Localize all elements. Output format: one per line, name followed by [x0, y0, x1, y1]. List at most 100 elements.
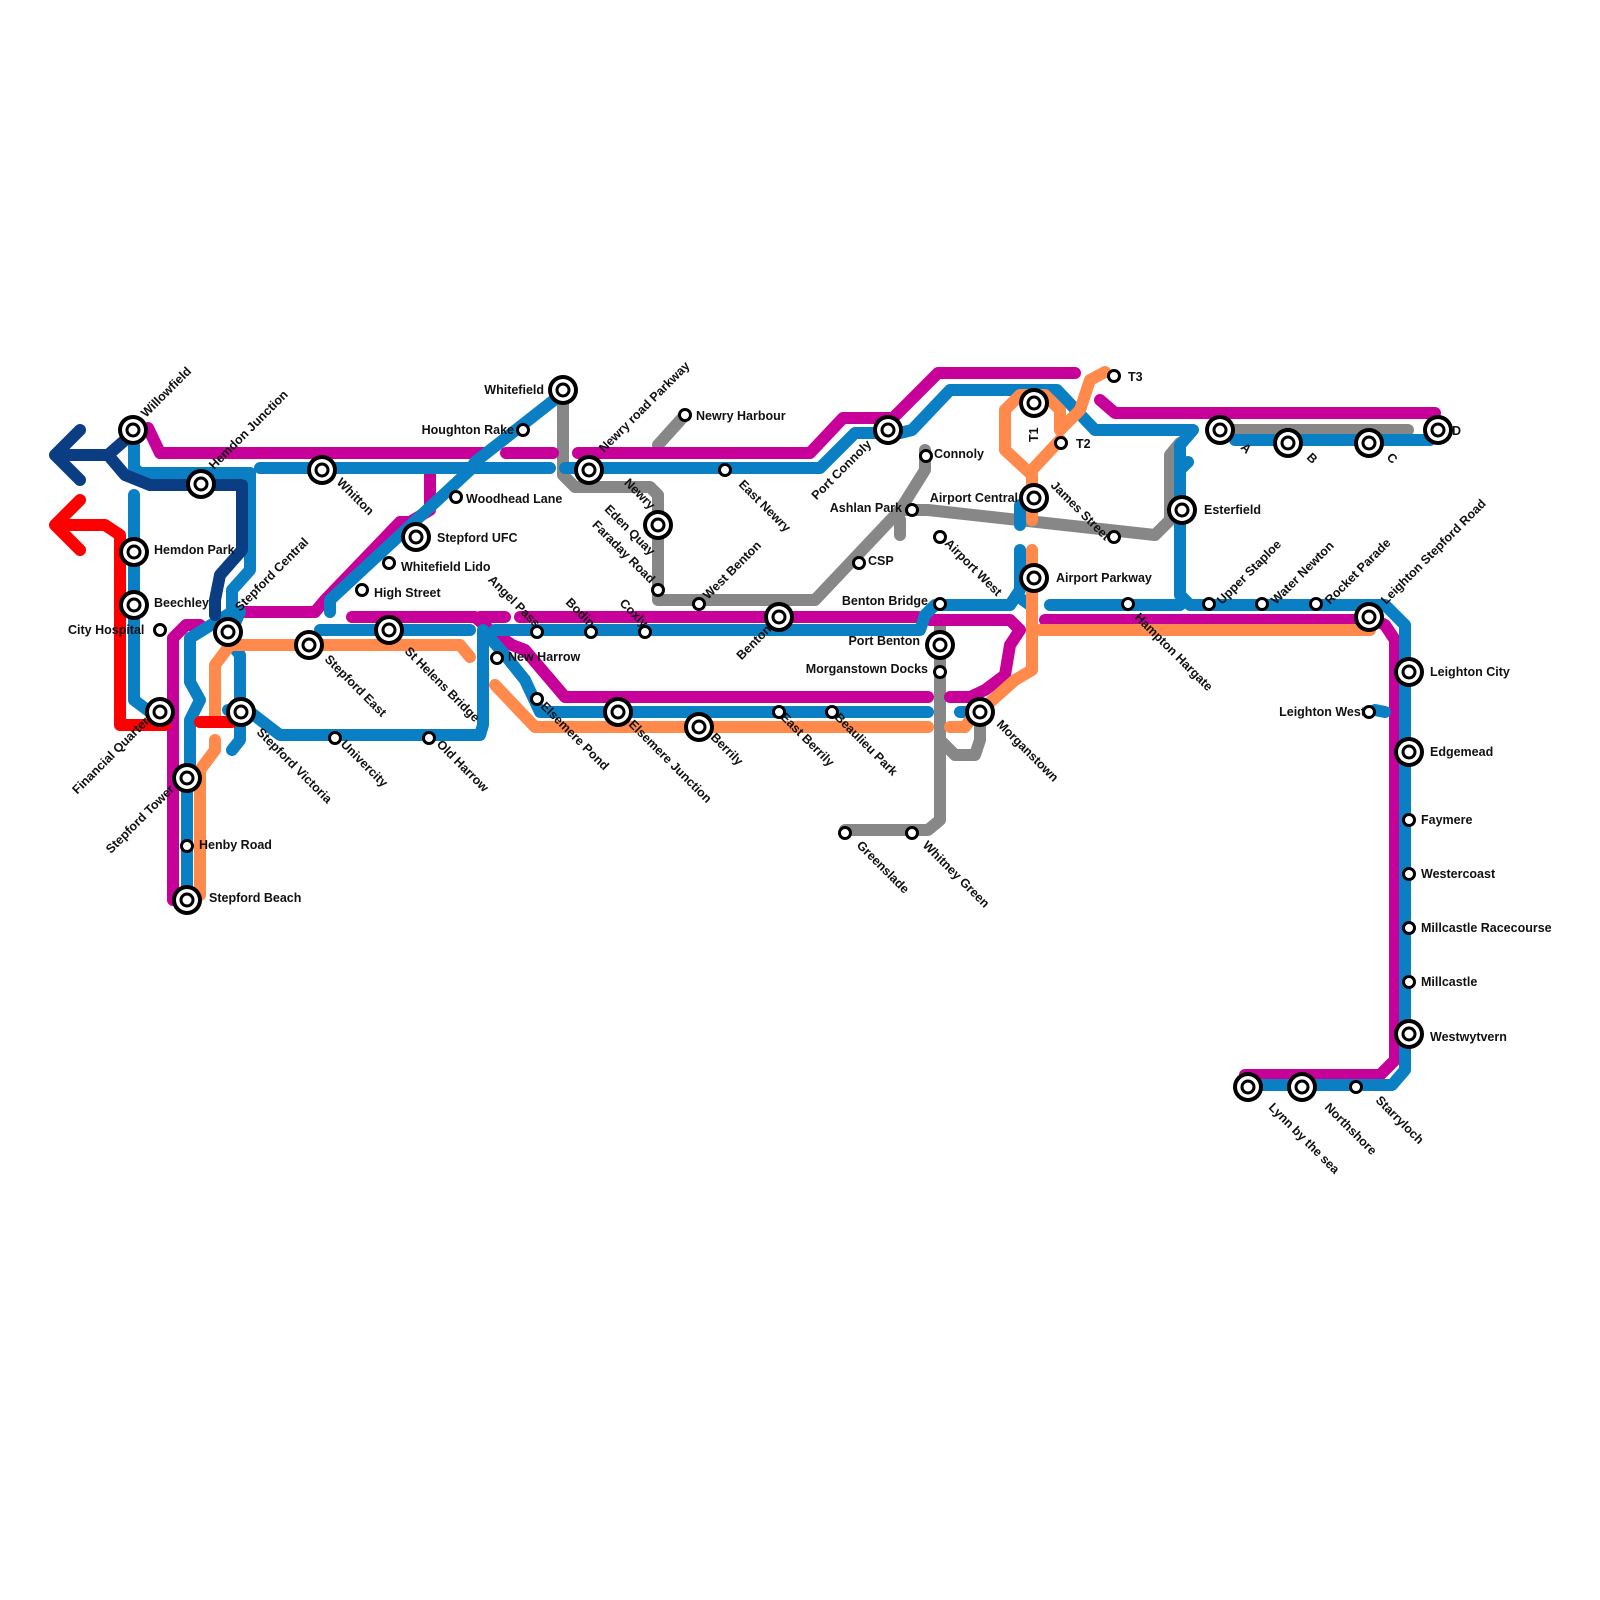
station-stop-connoly[interactable]: [919, 449, 933, 463]
label-hemdon-junction[interactable]: Hemdon Junction: [206, 388, 291, 473]
station-stop-high-street[interactable]: [355, 583, 369, 597]
station-interchange-elsemere-junction[interactable]: [603, 697, 633, 727]
label-willowfield[interactable]: Willowfield: [138, 364, 194, 420]
label-stepford-beach[interactable]: Stepford Beach: [209, 891, 301, 905]
station-interchange-leighton-city[interactable]: [1394, 657, 1424, 687]
station-stop-east-newry[interactable]: [718, 463, 732, 477]
station-interchange-lynn-by-the-sea[interactable]: [1233, 1072, 1263, 1102]
label-d[interactable]: D: [1452, 424, 1461, 438]
station-stop-t3[interactable]: [1107, 369, 1121, 383]
station-interchange-port-benton[interactable]: [925, 630, 955, 660]
station-stop-greenslade[interactable]: [838, 826, 852, 840]
station-interchange-st-helens-bridge[interactable]: [374, 615, 404, 645]
label-port-benton[interactable]: Port Benton: [848, 634, 920, 648]
label-airport-west[interactable]: Airport West: [942, 536, 1005, 599]
station-stop-leighton-west[interactable]: [1362, 705, 1376, 719]
label-esterfield[interactable]: Esterfield: [1204, 503, 1261, 517]
station-interchange-newry-road-parkway[interactable]: [574, 455, 604, 485]
label-financial-quarter[interactable]: Financial Quarter: [70, 714, 153, 797]
station-stop-beaulieu-park[interactable]: [825, 705, 839, 719]
station-stop-millcastle-racecourse[interactable]: [1402, 921, 1416, 935]
station-interchange-stepford-east[interactable]: [294, 630, 324, 660]
label-berrily[interactable]: Berrily: [708, 730, 746, 768]
label-old-harrow[interactable]: Old Harrow: [434, 737, 492, 795]
station-stop-coxly[interactable]: [638, 625, 652, 639]
station-interchange-hemdon-park[interactable]: [119, 537, 149, 567]
label-leighton-city[interactable]: Leighton City: [1430, 665, 1510, 679]
station-stop-faymere[interactable]: [1402, 813, 1416, 827]
station-stop-rocket-parade[interactable]: [1309, 597, 1323, 611]
label-high-street[interactable]: High Street: [374, 586, 442, 600]
label-stepford-tower[interactable]: Stepford Tower: [103, 782, 177, 856]
label-univercity[interactable]: Univercity: [338, 737, 391, 790]
station-interchange-hemdon-junction[interactable]: [186, 469, 216, 499]
station-stop-new-harrow[interactable]: [490, 651, 504, 665]
label-west-benton[interactable]: West Benton: [700, 538, 764, 602]
station-interchange-willowfield[interactable]: [118, 415, 148, 445]
station-interchange-whitton[interactable]: [307, 455, 337, 485]
station-interchange-port-connoly[interactable]: [873, 415, 903, 445]
station-stop-newry-harbour[interactable]: [678, 408, 692, 422]
station-stop-airport-west[interactable]: [933, 530, 947, 544]
station-stop-james-street[interactable]: [1107, 530, 1121, 544]
station-interchange-airport-central[interactable]: [1019, 483, 1049, 513]
station-interchange-stepford-victoria[interactable]: [226, 697, 256, 727]
station-interchange-eden-quay[interactable]: [643, 510, 673, 540]
station-stop-t2[interactable]: [1054, 436, 1068, 450]
label-westercoast[interactable]: Westercoast: [1421, 867, 1496, 881]
station-stop-starryloch[interactable]: [1349, 1080, 1363, 1094]
station-interchange-berrily[interactable]: [684, 712, 714, 742]
label-newry-road-parkway[interactable]: Newry road Parkway: [596, 359, 692, 455]
station-interchange-esterfield[interactable]: [1167, 495, 1197, 525]
label-b[interactable]: B: [1304, 450, 1320, 466]
label-woodhead-lane[interactable]: Woodhead Lane: [466, 492, 562, 506]
station-stop-univercity[interactable]: [328, 731, 342, 745]
label-connoly[interactable]: Connoly: [934, 447, 984, 461]
station-interchange-leighton-stepford-road[interactable]: [1354, 602, 1384, 632]
label-stepford-ufc[interactable]: Stepford UFC: [437, 531, 518, 545]
label-whitton[interactable]: Whitton: [334, 475, 377, 518]
station-stop-whitney-green[interactable]: [905, 826, 919, 840]
label-t1[interactable]: T1: [1027, 427, 1041, 442]
label-henby-road[interactable]: Henby Road: [199, 838, 272, 852]
station-interchange-a[interactable]: [1205, 415, 1235, 445]
label-beaulieu-park[interactable]: Beaulieu Park: [832, 710, 900, 778]
station-stop-houghton-rake[interactable]: [516, 423, 530, 437]
station-interchange-beechley[interactable]: [119, 590, 149, 620]
label-morganstown[interactable]: Morganstown: [994, 717, 1061, 784]
station-stop-faraday-road[interactable]: [651, 583, 665, 597]
station-stop-whitefield-lido[interactable]: [382, 556, 396, 570]
station-stop-millcastle[interactable]: [1402, 975, 1416, 989]
station-interchange-airport-parkway[interactable]: [1019, 563, 1049, 593]
label-millcastle[interactable]: Millcastle: [1421, 975, 1477, 989]
label-morganstown-docks[interactable]: Morganstown Docks: [806, 662, 928, 676]
label-stepford-east[interactable]: Stepford East: [322, 652, 390, 720]
label-whitefield-lido[interactable]: Whitefield Lido: [401, 560, 491, 574]
station-interchange-d[interactable]: [1423, 415, 1453, 445]
label-csp[interactable]: CSP: [868, 554, 894, 568]
label-james-street[interactable]: James Street: [1048, 478, 1114, 544]
label-newry-harbour[interactable]: Newry Harbour: [696, 409, 786, 423]
label-east-newry[interactable]: East Newry: [736, 477, 794, 535]
label-leighton-west[interactable]: Leighton West: [1279, 705, 1366, 719]
station-stop-east-berrily[interactable]: [772, 705, 786, 719]
label-c[interactable]: C: [1384, 450, 1400, 466]
label-edgemead[interactable]: Edgemead: [1430, 745, 1493, 759]
label-benton-bridge[interactable]: Benton Bridge: [842, 594, 928, 608]
station-interchange-stepford-ufc[interactable]: [401, 522, 431, 552]
label-greenslade[interactable]: Greenslade: [854, 838, 912, 896]
station-stop-city-hospital[interactable]: [153, 623, 167, 637]
label-east-berrily[interactable]: East Berrily: [778, 710, 837, 769]
label-starryloch[interactable]: Starryloch: [1373, 1093, 1427, 1147]
label-t3[interactable]: T3: [1128, 370, 1143, 384]
station-interchange-benton[interactable]: [764, 602, 794, 632]
station-interchange-westwyvern[interactable]: [1394, 1019, 1424, 1049]
station-interchange-t1[interactable]: [1019, 388, 1049, 418]
station-interchange-b[interactable]: [1273, 428, 1303, 458]
station-stop-henby-road[interactable]: [180, 839, 194, 853]
station-stop-west-benton[interactable]: [692, 597, 706, 611]
station-interchange-edgemead[interactable]: [1394, 737, 1424, 767]
label-city-hospital[interactable]: City Hospital: [68, 623, 144, 637]
station-interchange-whitefield[interactable]: [548, 375, 578, 405]
station-stop-hampton-hargate[interactable]: [1121, 597, 1135, 611]
